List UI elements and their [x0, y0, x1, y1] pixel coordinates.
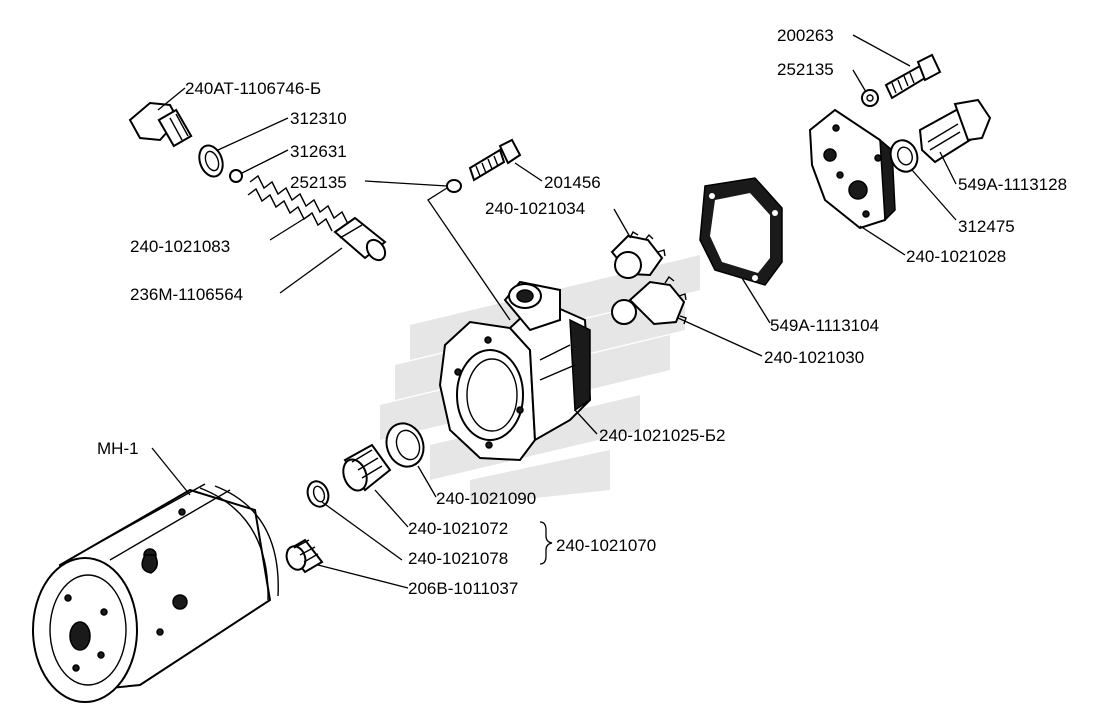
- valve-piston-236m: [333, 216, 387, 262]
- label-mh1: МН-1: [97, 439, 139, 458]
- label-240-1021090: 240-1021090: [436, 489, 536, 508]
- label-312475: 312475: [958, 217, 1015, 236]
- washer-312310: [198, 144, 224, 178]
- part-labels: 240АТ-1106746-Б 312310 312631 252135 240…: [97, 26, 1067, 598]
- spring-240-1021083: [247, 174, 349, 232]
- motor-mh1: [32, 483, 279, 703]
- label-312310: 312310: [290, 109, 347, 128]
- gasket-549a-1113104: [699, 177, 783, 286]
- label-252135-b: 252135: [777, 60, 834, 79]
- ring-240-1021078: [306, 480, 330, 508]
- label-240-1021070: 240-1021070: [556, 536, 656, 555]
- label-312631: 312631: [290, 142, 347, 161]
- label-240-1021034: 240-1021034: [485, 199, 585, 218]
- bolt-201456: [468, 138, 522, 182]
- ball-312631: [229, 169, 243, 183]
- label-240at-1106746-b: 240АТ-1106746-Б: [185, 79, 321, 98]
- washer-252135-b: [861, 89, 879, 107]
- label-236m-1106564: 236М-1106564: [130, 285, 243, 304]
- label-200263: 200263: [777, 26, 834, 45]
- label-240-1021028: 240-1021028: [906, 247, 1006, 266]
- fitting-549a-1113128: [918, 98, 992, 164]
- gear-240-1021034: [610, 231, 666, 279]
- pump-cover: [808, 108, 896, 230]
- label-549a-1113128: 549А-1113128: [958, 175, 1067, 194]
- label-206b-1011037: 206В-1011037: [408, 579, 518, 598]
- label-549a-1113104: 549А-1113104: [770, 316, 879, 335]
- leader-lines: [151, 34, 957, 589]
- label-240-1021083: 240-1021083: [130, 237, 230, 256]
- coupling-206b-1011037: [285, 538, 324, 574]
- bolt-200263: [884, 53, 942, 100]
- label-240-1021025-b2: 240-1021025-Б2: [599, 426, 725, 445]
- label-201456: 201456: [544, 173, 601, 192]
- washer-312475: [889, 139, 919, 173]
- bushing-240-1021072: [342, 443, 392, 492]
- label-240-1021078: 240-1021078: [408, 549, 508, 568]
- gear-240-1021030: [611, 275, 687, 326]
- seal-240-1021090: [385, 422, 425, 468]
- label-240-1021072: 240-1021072: [408, 519, 508, 538]
- label-252135-a: 252135: [290, 173, 347, 192]
- label-240-1021030: 240-1021030: [764, 348, 864, 367]
- washer-252135-a: [446, 179, 462, 193]
- pump-housing: [438, 280, 592, 462]
- valve-plug: [128, 101, 193, 148]
